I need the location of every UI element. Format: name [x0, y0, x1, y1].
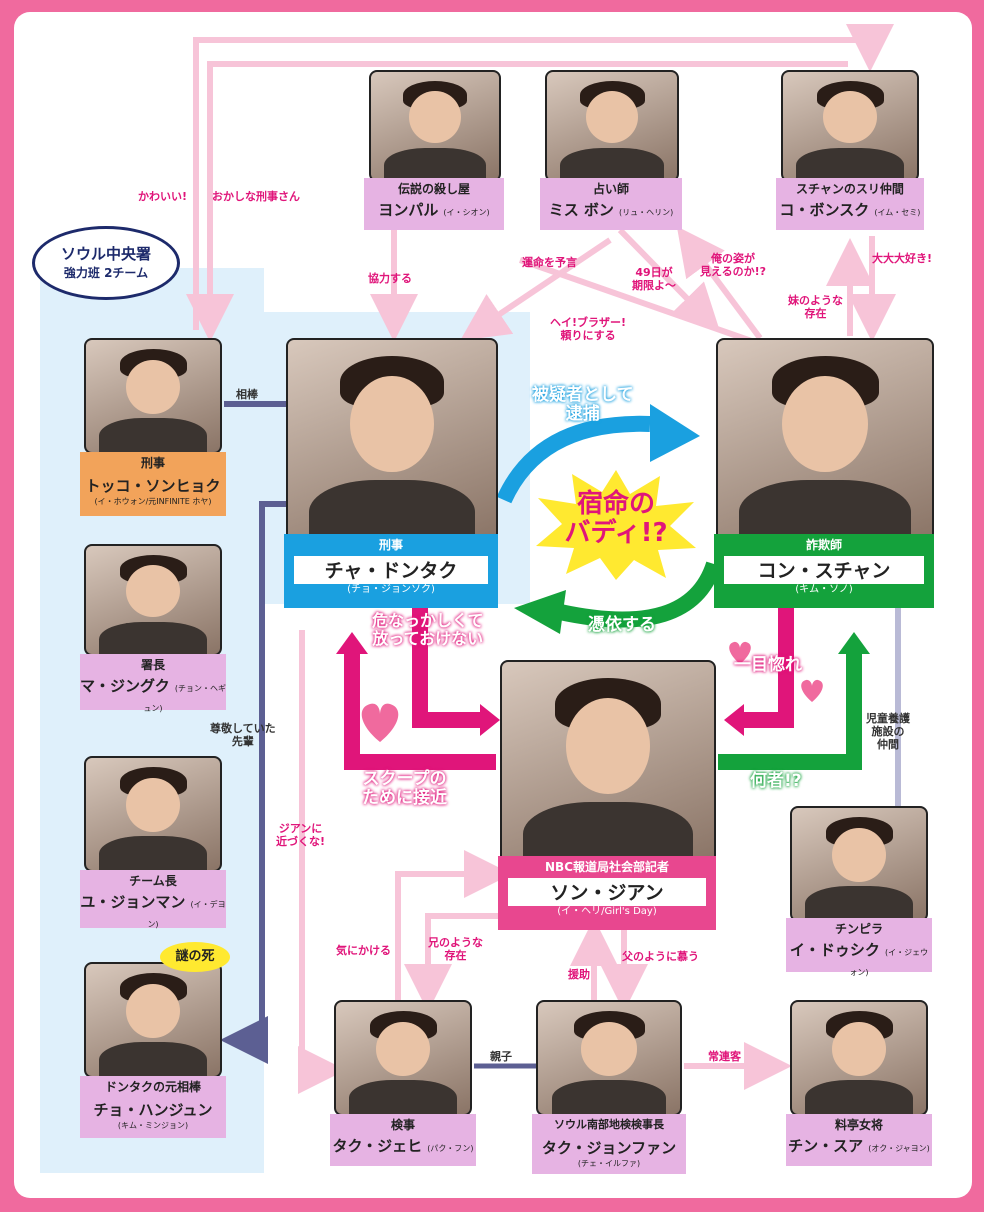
photo-sua	[790, 1000, 928, 1116]
rel-taiho: 被疑者として逮捕	[532, 385, 634, 424]
arrow-hyoi-head	[514, 590, 566, 634]
card-missbon[interactable]: 占い師 ミス ボン (リュ・ヘリン)	[540, 70, 682, 230]
rel-ani: 兄のような存在	[428, 936, 483, 962]
rel-nanimono: 何者!?	[750, 771, 802, 791]
photo-hanjun	[84, 962, 222, 1078]
rel-scoop: スクープのために接近	[362, 769, 447, 808]
card-dosik[interactable]: チンピラ イ・ドゥシク (イ・ジェウォン)	[786, 806, 932, 977]
card-suchan[interactable]: 詐欺師 コン・スチャン (キム・ソノ)	[714, 338, 934, 608]
card-dongtak[interactable]: 刑事 チャ・ドンタク (チョ・ジョンソク)	[284, 338, 498, 608]
mystery-death-badge: 謎の死	[160, 942, 230, 972]
photo-suchan	[716, 338, 934, 542]
heart-icon	[801, 679, 823, 702]
card-yongpal[interactable]: 伝説の殺し屋 ヨンパル (イ・シオン)	[364, 70, 504, 230]
line-oreno	[676, 226, 763, 340]
card-jehi[interactable]: 検事 タク・ジェヒ (パク・フン)	[330, 1000, 476, 1166]
heart-icon	[361, 703, 399, 742]
line-jian-warning	[298, 630, 346, 1094]
rel-aibo: 相棒	[236, 388, 258, 401]
card-bonsuku[interactable]: スチャンのスリ仲間 コ・ボンスク (イム・セミ)	[776, 70, 924, 230]
card-tokko[interactable]: 刑事 トッコ・ソンヒョク (イ・ホウォン/元INFINITE ホヤ)	[80, 338, 226, 518]
label-jehi: 検事 タク・ジェヒ (パク・フン)	[330, 1114, 476, 1166]
card-majingu[interactable]: 署長 マ・ジングク (チョン・ヘギュン)	[80, 544, 226, 713]
label-dosik: チンピラ イ・ドゥシク (イ・ジェウォン)	[786, 918, 932, 977]
rel-enjo: 援助	[568, 968, 590, 981]
rel-jido: 児童養護施設の仲間	[866, 712, 910, 751]
card-hanjun[interactable]: ドンタクの元相棒 チョ・ハンジュン (キム・ミンジョン)	[80, 962, 226, 1138]
arrow-hitome	[742, 600, 794, 728]
rel-kawaii: かわいい!	[138, 190, 188, 203]
heart-icon	[729, 641, 751, 664]
photo-missbon	[545, 70, 679, 182]
photo-dosik	[790, 806, 928, 922]
center-caption: 宿命の バディ!?	[564, 489, 668, 548]
team-unit: 強力班 2チーム	[63, 266, 149, 280]
label-hanjun: ドンタクの元相棒 チョ・ハンジュン (キム・ミンジョン)	[80, 1076, 226, 1138]
photo-bonsuku	[781, 70, 919, 182]
rel-jian-warning: ジアンに近づくな!	[276, 822, 326, 848]
label-yujon: チーム長 ユ・ジョンマン (イ・デヨン)	[80, 870, 226, 929]
line-49	[617, 227, 721, 333]
rel-okashina: おかしな刑事さん	[212, 190, 300, 203]
label-jian: NBC報道局社会部記者 ソン・ジアン (イ・ヘリ/Girl's Day)	[498, 856, 716, 930]
rel-hyoi: 憑依する	[588, 615, 656, 635]
photo-tokko	[84, 338, 222, 454]
photo-majingu	[84, 544, 222, 656]
card-yujon[interactable]: チーム長 ユ・ジョンマン (イ・デヨン)	[80, 756, 226, 930]
rel-kyoryoku: 協力する	[368, 272, 412, 285]
arrow-hyoi	[558, 561, 722, 628]
rel-hitome: 一目惚れ	[734, 655, 802, 675]
line-kinikakeru	[395, 850, 512, 1000]
rel-unmei: 運命を予言	[522, 256, 577, 269]
rel-kinikakeru: 気にかける	[336, 944, 391, 957]
arrow-abuna-head	[480, 704, 500, 736]
rel-chichi: 父のように慕う	[622, 950, 699, 963]
arrow-nanimono-head	[838, 632, 870, 654]
label-dongtak: 刑事 チャ・ドンタク (チョ・ジョンソク)	[284, 534, 498, 608]
rel-49: 49日が期限よ〜	[632, 266, 676, 292]
label-sua: 料亭女将 チン・スア (オク・ジャヨン)	[786, 1114, 932, 1166]
line-okashina	[186, 61, 848, 342]
rel-oyako: 親子	[490, 1050, 512, 1063]
card-jian[interactable]: NBC報道局社会部記者 ソン・ジアン (イ・ヘリ/Girl's Day)	[498, 660, 716, 930]
arrow-abuna	[412, 600, 480, 728]
rel-oreno: 俺の姿が見えるのか!?	[700, 252, 767, 278]
line-unmei	[460, 237, 612, 341]
photo-yujon	[84, 756, 222, 872]
photo-yongpal	[369, 70, 501, 182]
line-sonkei	[220, 501, 286, 1064]
team-title: ソウル中央署 強力班 2チーム	[32, 226, 180, 300]
arrow-scoop	[344, 650, 496, 770]
line-ani	[404, 913, 500, 1012]
label-missbon: 占い師 ミス ボン (リュ・ヘリン)	[540, 178, 682, 230]
label-suchan: 詐欺師 コン・スチャン (キム・ソノ)	[714, 534, 934, 608]
card-sua[interactable]: 料亭女将 チン・スア (オク・ジャヨン)	[786, 1000, 932, 1166]
label-bonsuku: スチャンのスリ仲間 コ・ボンスク (イム・セミ)	[776, 178, 924, 230]
rel-sonkei: 尊敬していた先輩	[210, 722, 276, 748]
arrow-nanimono	[718, 650, 862, 770]
photo-dongtak	[286, 338, 498, 542]
arrow-taiho	[496, 415, 651, 504]
team-name: ソウル中央署	[60, 245, 151, 263]
label-majingu: 署長 マ・ジングク (チョン・ヘギュン)	[80, 654, 226, 713]
label-tokko: 刑事 トッコ・ソンヒョク (イ・ホウォン/元INFINITE ホヤ)	[80, 452, 226, 516]
rel-hey: ヘイ!ブラザー!頼りにする	[550, 316, 627, 342]
card-jonghwan[interactable]: ソウル南部地検検事長 タク・ジョンファン (チェ・イルファ)	[532, 1000, 686, 1174]
photo-jian	[500, 660, 716, 864]
starburst	[536, 470, 696, 580]
photo-jonghwan	[536, 1000, 682, 1116]
rel-joren: 常連客	[708, 1050, 741, 1063]
line-kawaii	[193, 24, 894, 330]
rel-daisuki: 大大大好き!	[872, 252, 933, 265]
arrow-hitome-head	[724, 704, 744, 736]
arrow-taiho-head	[650, 404, 700, 462]
label-yongpal: 伝説の殺し屋 ヨンパル (イ・シオン)	[364, 178, 504, 230]
arrow-scoop-head	[336, 632, 368, 654]
rel-imoto: 妹のような存在	[788, 294, 843, 320]
rel-abuna: 危なっかしくて放っておけない	[372, 611, 484, 648]
photo-jehi	[334, 1000, 472, 1116]
line-hey	[519, 257, 761, 347]
label-jonghwan: ソウル南部地検検事長 タク・ジョンファン (チェ・イルファ)	[532, 1114, 686, 1174]
